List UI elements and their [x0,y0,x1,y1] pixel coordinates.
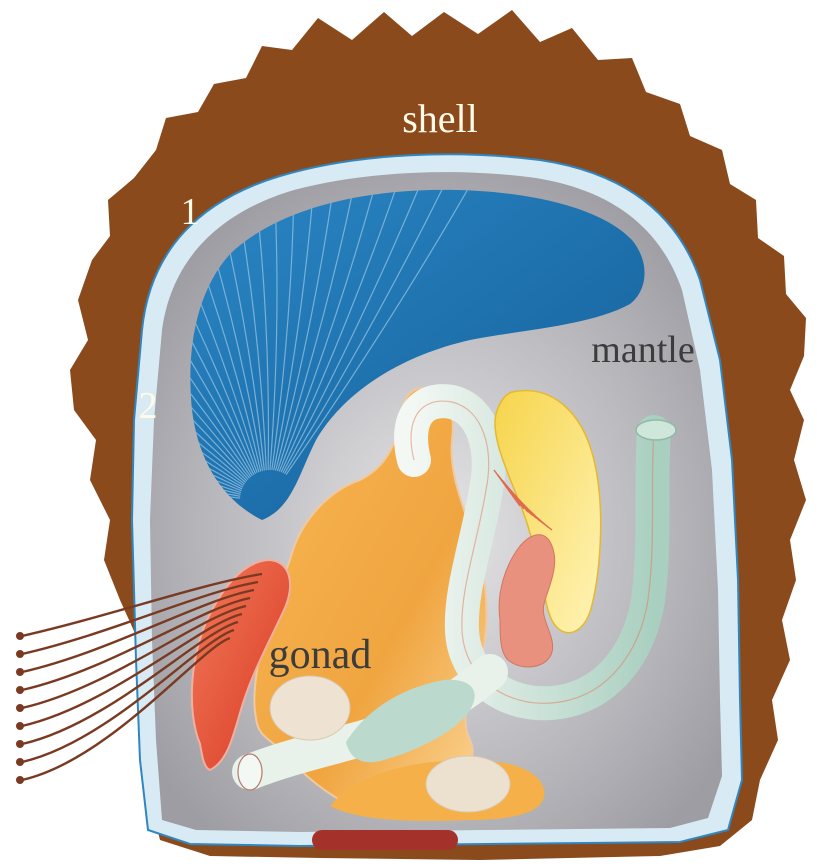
nerve-ending [16,704,24,712]
foot-pad [312,830,458,850]
nerve-ending [16,722,24,730]
cream-blob-left [270,676,350,740]
intestine-lower-opening [238,754,262,790]
intestine-opening [636,420,676,440]
nerve-ending [16,686,24,694]
label-gonad: gonad [269,632,372,678]
label-layer-2: 2 [139,385,158,427]
nerve-ending [16,650,24,658]
cream-blob-right [426,756,510,812]
nerve-ending [16,740,24,748]
nerve-ending [16,776,24,784]
nerve-ending [16,632,24,640]
label-layer-1: 1 [181,191,200,233]
label-mantle: mantle [591,329,694,371]
nerve-ending [16,668,24,676]
label-shell: shell [402,96,478,141]
nerve-ending [16,758,24,766]
